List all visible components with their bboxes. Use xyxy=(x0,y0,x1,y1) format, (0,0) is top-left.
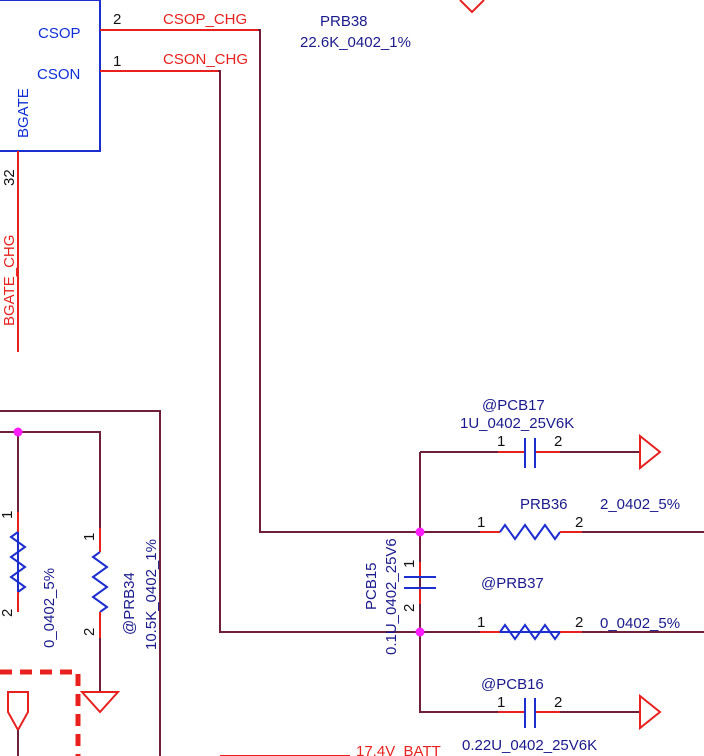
ground-symbol xyxy=(639,693,662,731)
pcb15-ref: PCB15 xyxy=(363,562,380,610)
resistor-prb36: PRB36 2_0402_5% 1 2 xyxy=(477,496,680,541)
wire-csop-net xyxy=(258,29,420,533)
prb37-pin2: 2 xyxy=(575,614,583,631)
prb38-ref: PRB38 xyxy=(320,13,368,30)
prb38-value: 22.6K_0402_1% xyxy=(300,34,411,51)
pcb17-value: 1U_0402_25V6K xyxy=(460,415,574,432)
ic-pin-name-csop: CSOP xyxy=(38,25,81,42)
pcb16-ref: @PCB16 xyxy=(481,676,544,693)
ic-body-outline xyxy=(0,0,101,152)
net-label-csop-chg: CSOP_CHG xyxy=(163,11,247,28)
net-label-bgate-chg: BGATE_CHG xyxy=(1,235,18,326)
junction-dot xyxy=(415,527,425,537)
port-symbol xyxy=(7,691,29,733)
pcb16-pin1: 1 xyxy=(497,694,505,711)
pcb15-pin1: 1 xyxy=(401,560,418,568)
pcb17-pin1: 1 xyxy=(497,433,505,450)
pcb15-pin2: 2 xyxy=(401,604,418,612)
prb38-partial-symbol xyxy=(459,0,485,14)
capacitor-pcb16: @PCB16 0.22U_0402_25V6K 1 2 xyxy=(462,676,662,754)
left-res-pin2: 2 xyxy=(0,609,16,617)
pcb15-value: 0.1U_0402_25V6 xyxy=(383,538,400,655)
prb36-pin1: 1 xyxy=(477,514,485,531)
left-res-pin1: 1 xyxy=(0,511,16,519)
junction-dot xyxy=(415,627,425,637)
ic-symbol: CSOP CSON BGATE 2 1 32 xyxy=(0,0,158,212)
ic-pin-number-1: 1 xyxy=(113,53,121,70)
left-res-value: 0_0402_5% xyxy=(41,568,58,648)
pcb17-pin2: 2 xyxy=(554,433,562,450)
resistor-left: 0_0402_5% 1 2 xyxy=(0,511,58,648)
capacitor-pcb17: @PCB17 1U_0402_25V6K 1 2 xyxy=(460,397,662,471)
prb36-pin2: 2 xyxy=(575,514,583,531)
dashed-boundary xyxy=(0,669,81,756)
ic-pin-number-2: 2 xyxy=(113,11,121,28)
resistor-prb38: PRB38 22.6K_0402_1% xyxy=(300,0,485,51)
capacitor-pcb15: PCB15 0.1U_0402_25V6 1 2 xyxy=(363,538,436,655)
net-label-cson-chg: CSON_CHG xyxy=(163,51,248,68)
ic-pin-number-32: 32 xyxy=(1,169,18,186)
prb34-pin2: 2 xyxy=(81,628,98,636)
wires xyxy=(0,29,704,756)
prb36-value: 2_0402_5% xyxy=(600,496,680,513)
ground-symbol xyxy=(639,433,662,471)
wire-right-vertical xyxy=(419,452,480,713)
prb36-ref: PRB36 xyxy=(520,496,568,513)
prb34-zigzag xyxy=(91,551,109,613)
prb34-ref: @PRB34 xyxy=(121,572,138,635)
prb37-pin1: 1 xyxy=(477,614,485,631)
junction-dot xyxy=(13,427,23,437)
net-label-batt: 17.4V_BATT xyxy=(356,743,441,756)
pcb16-pin2: 2 xyxy=(554,694,562,711)
resistor-prb37: @PRB37 0_0402_5% 1 2 xyxy=(477,575,680,641)
prb37-value: 0_0402_5% xyxy=(600,615,680,632)
resistor-prb34: @PRB34 10.5K_0402_1% 1 2 xyxy=(79,528,160,714)
ic-pin-name-cson: CSON xyxy=(37,66,80,83)
wire-cson-net xyxy=(218,70,420,633)
prb34-pin1: 1 xyxy=(81,533,98,541)
ground-symbol xyxy=(79,691,121,714)
ic-pin-name-bgate: BGATE xyxy=(15,88,32,138)
prb37-ref: @PRB37 xyxy=(481,575,544,592)
prb36-zigzag xyxy=(499,523,561,541)
wire-left-top xyxy=(0,431,101,528)
pcb17-ref: @PCB17 xyxy=(482,397,545,414)
prb34-value: 10.5K_0402_1% xyxy=(143,539,160,650)
pcb16-value: 0.22U_0402_25V6K xyxy=(462,737,597,754)
wire-left-box xyxy=(0,410,161,756)
